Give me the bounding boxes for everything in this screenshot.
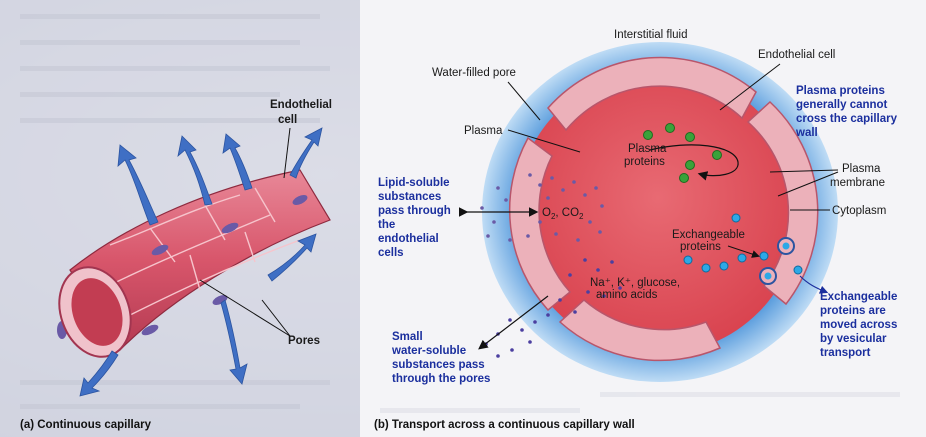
ions-label-line1: Na⁺, K⁺, glucose, <box>590 277 680 289</box>
ions-label-line2: amino acids <box>596 289 658 301</box>
plasma-proteins-label-line2: proteins <box>624 156 665 168</box>
endothelial-cell-label: Endothelial cell <box>758 49 835 61</box>
pores-label: Pores <box>288 335 320 347</box>
plasma-proteins-label-line1: Plasma <box>628 143 667 155</box>
exchangeable-proteins-label-line2: proteins <box>680 241 721 253</box>
o2-co2-label: O2, CO2 <box>542 207 584 221</box>
caption-continuous-capillary: (a) Continuous capillary <box>20 419 152 431</box>
plasma-membrane-label-line1: Plasma <box>842 163 881 175</box>
endothelial-cell-label-line1: Endothelial <box>270 99 332 111</box>
exchangeable-proteins-label-line1: Exchangeable <box>672 229 745 241</box>
caption-transport: (b) Transport across a continuous capill… <box>374 419 635 431</box>
endothelial-cell-label-line2: cell <box>278 114 297 126</box>
water-filled-pore-label: Water-filled pore <box>432 67 516 79</box>
plasma-membrane-label-line2: membrane <box>830 177 885 189</box>
interstitial-fluid-label: Interstitial fluid <box>614 29 688 41</box>
cytoplasm-label: Cytoplasm <box>832 205 886 217</box>
plasma-label: Plasma <box>464 125 503 137</box>
